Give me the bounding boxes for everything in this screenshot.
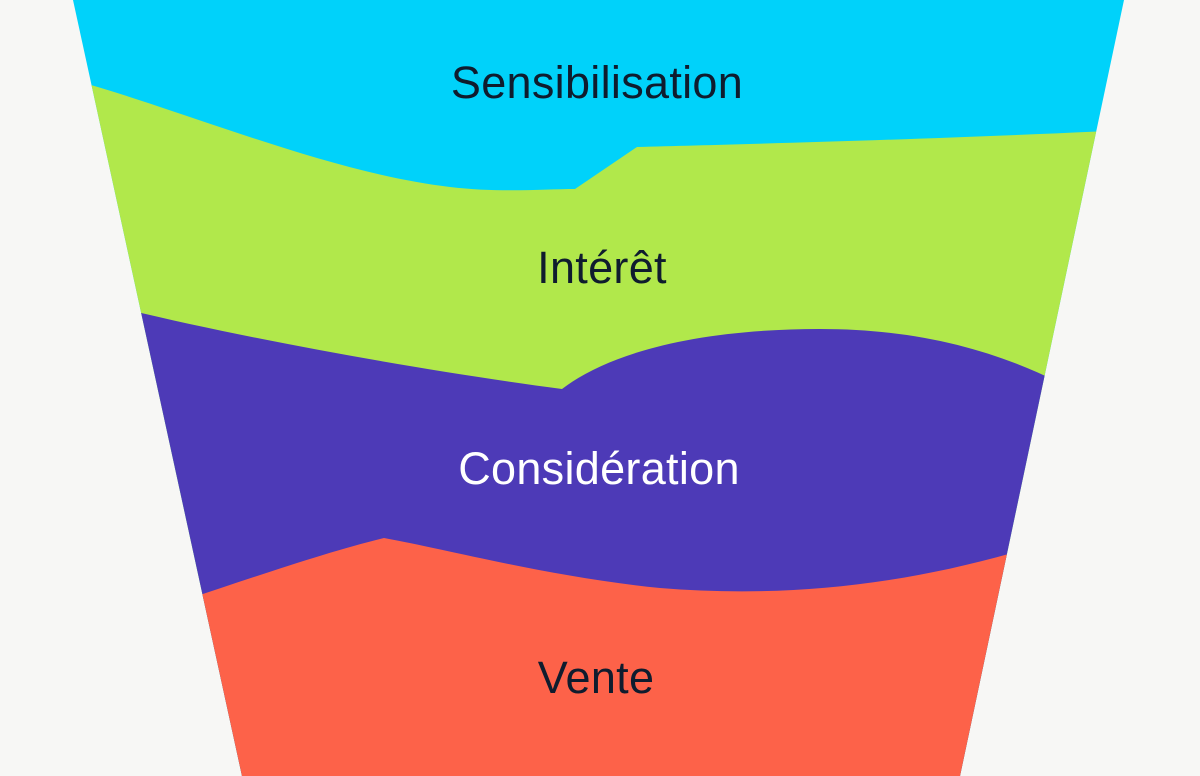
funnel-band-vente <box>175 538 1065 776</box>
stage-label-sensibilisation: Sensibilisation <box>450 57 744 108</box>
stage-label-consideration: Considération <box>458 443 740 494</box>
stage-label-interet: Intérêt <box>537 242 667 293</box>
stage-label-vente: Vente <box>537 652 655 703</box>
